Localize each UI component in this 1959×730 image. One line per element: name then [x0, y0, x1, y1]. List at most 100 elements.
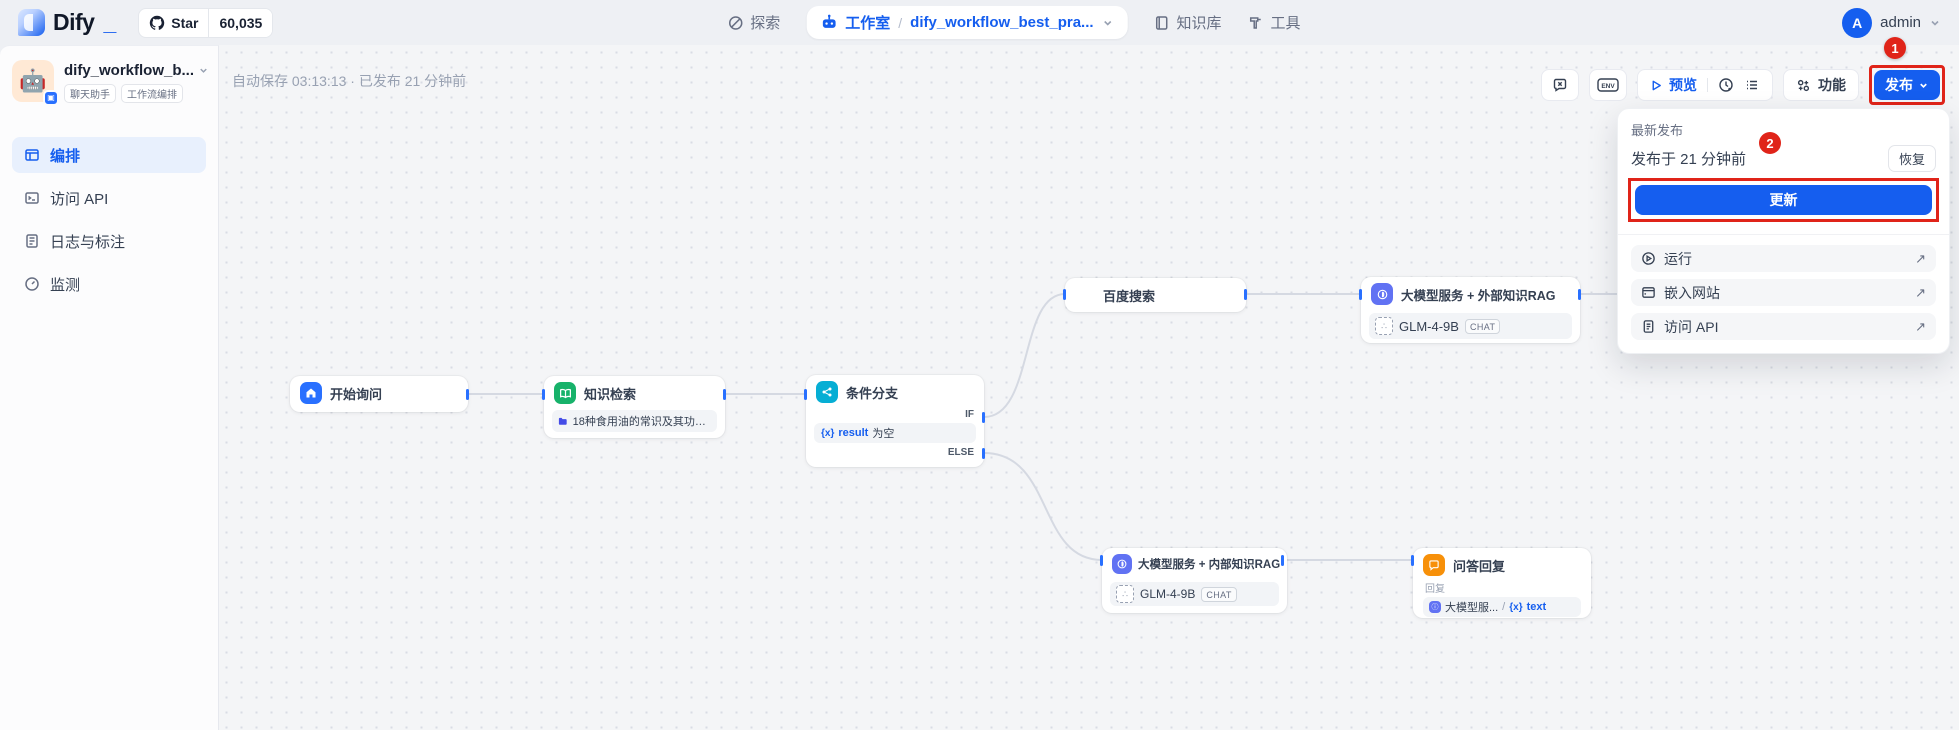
ref-separator: /: [1502, 601, 1506, 613]
node-baidu-search[interactable]: 百度搜索: [1065, 278, 1246, 312]
orchestrate-icon: [25, 149, 39, 161]
published-time: 发布于 21 分钟前: [1631, 151, 1747, 168]
annotation-step-2: 2: [1759, 132, 1781, 154]
model-selector[interactable]: ∴ GLM-4-9B CHAT: [1369, 313, 1572, 339]
app-avatar[interactable]: 🤖 ▣: [12, 60, 59, 106]
github-star-label: Star: [171, 14, 199, 31]
llm-icon: [1112, 554, 1132, 574]
logo-underscore: _: [103, 9, 117, 35]
port-else[interactable]: [982, 448, 985, 459]
answer-bubble-icon: [1423, 554, 1445, 576]
answer-variable-ref[interactable]: ⓘ 大模型服... / {x} text: [1423, 597, 1581, 617]
external-link-icon: ↗: [1915, 250, 1926, 266]
features-label: 功能: [1818, 77, 1846, 93]
node-llm-external-rag[interactable]: 大模型服务 + 外部知识RAG ∴ GLM-4-9B CHAT: [1361, 277, 1580, 343]
menu-item-run[interactable]: 运行 ↗: [1631, 245, 1936, 272]
port[interactable]: [804, 389, 807, 400]
port[interactable]: [1063, 289, 1066, 300]
edge-else-llmint: [983, 452, 1103, 561]
node-ifelse[interactable]: 条件分支 IF {x} result 为空 ELSE: [806, 375, 984, 467]
nav-knowledge-label: 知识库: [1176, 15, 1222, 32]
variable-icon: {x}: [821, 427, 835, 439]
workflow-canvas[interactable]: 自动保存 03:13:13 · 已发布 21 分钟前: [219, 45, 1959, 730]
port[interactable]: [542, 389, 545, 400]
menu-item-label: 运行: [1664, 250, 1692, 267]
app-title-text: dify_workflow_b...: [64, 62, 195, 79]
node-llm-internal-rag[interactable]: 大模型服务 + 内部知识RAG ∴ GLM-4-9B CHAT: [1102, 548, 1287, 613]
node-knowledge-retrieval[interactable]: 知识检索 18种食用油的常识及其功效(1)....: [544, 376, 725, 438]
github-star-count: 60,035: [208, 8, 273, 37]
annotation-highlight-publish: 发布: [1869, 65, 1945, 105]
preview-button[interactable]: 预览: [1650, 75, 1697, 95]
publish-button[interactable]: 发布: [1874, 70, 1940, 100]
github-icon: [150, 15, 165, 30]
port-if[interactable]: [982, 412, 985, 423]
model-selector[interactable]: ∴ GLM-4-9B CHAT: [1110, 582, 1279, 606]
app-avatar-emoji: 🤖: [19, 68, 47, 93]
baidu-icon-placeholder: [1075, 285, 1095, 305]
node-answer[interactable]: 问答回复 回复 ⓘ 大模型服... / {x} text: [1413, 548, 1591, 618]
restore-button[interactable]: 恢复: [1887, 145, 1936, 172]
annotation-step-1: 1: [1884, 37, 1906, 59]
port[interactable]: [1359, 289, 1362, 300]
ifelse-branch-icon: [816, 381, 838, 403]
breadcrumb-app-name[interactable]: dify_workflow_best_pra...: [910, 14, 1094, 31]
port[interactable]: [1578, 289, 1581, 300]
dify-logo[interactable]: Dify_: [18, 9, 116, 36]
play-circle-icon: [1642, 252, 1655, 265]
app-title[interactable]: dify_workflow_b...: [64, 62, 209, 79]
sidebar-item-api[interactable]: 访问 API: [12, 180, 206, 216]
port[interactable]: [1244, 289, 1247, 300]
nav-tools-label: 工具: [1270, 15, 1301, 32]
nav-studio-label[interactable]: 工作室: [845, 15, 891, 32]
api-terminal-icon: [25, 192, 39, 204]
sidebar-item-monitoring[interactable]: 监测: [12, 266, 206, 302]
port[interactable]: [723, 389, 726, 400]
nav-tools[interactable]: 工具: [1248, 12, 1301, 33]
file-doc-icon: [1643, 320, 1654, 333]
knowledge-doc-name: 18种食用油的常识及其功效(1)....: [572, 416, 711, 428]
sidebar-item-label: 日志与标注: [50, 233, 126, 251]
condition-variable: result: [838, 427, 869, 439]
edge-if-baidu: [983, 293, 1066, 418]
mini-llm-icon: ⓘ: [1429, 601, 1441, 613]
checklist-icon[interactable]: [1744, 77, 1760, 93]
knowledge-doc-ref[interactable]: 18种食用油的常识及其功效(1)....: [552, 410, 717, 432]
port[interactable]: [1281, 555, 1284, 566]
node-start[interactable]: 开始询问: [290, 376, 468, 412]
features-button[interactable]: 功能: [1783, 69, 1859, 101]
update-button[interactable]: 更新: [1635, 185, 1932, 215]
panel-divider: [1618, 234, 1949, 235]
port[interactable]: [1100, 555, 1103, 566]
annotation-toggle-button[interactable]: [1541, 69, 1579, 101]
nav-explore[interactable]: 探索: [727, 12, 780, 33]
start-home-icon: [300, 382, 322, 404]
publish-dropdown-panel: 2 最新发布 发布于 21 分钟前 恢复 更新 运行 ↗ 嵌入网站 ↗: [1617, 108, 1950, 354]
model-mode-badge: CHAT: [1464, 318, 1501, 334]
explore-icon: [728, 15, 742, 30]
sidebar-item-label: 编排: [50, 147, 81, 165]
publish-chevron-down-icon: [1920, 83, 1927, 88]
ref-node-name: 大模型服...: [1445, 602, 1499, 614]
port[interactable]: [1411, 555, 1414, 566]
reply-label: 回复: [1425, 584, 1445, 595]
sidebar-item-logs[interactable]: 日志与标注: [12, 223, 206, 259]
menu-item-access-api[interactable]: 访问 API ↗: [1631, 313, 1936, 340]
browser-icon: [1642, 287, 1655, 298]
app-chevron-down-icon[interactable]: [198, 65, 209, 76]
account-menu[interactable]: A admin: [1842, 7, 1941, 38]
github-star-widget[interactable]: Star 60,035: [138, 7, 274, 38]
workflow-type-badge-icon: ▣: [43, 90, 59, 106]
avatar[interactable]: A: [1842, 7, 1873, 38]
nav-studio-breadcrumb[interactable]: 工作室 / dify_workflow_best_pra...: [806, 6, 1128, 39]
run-history-icon[interactable]: [1718, 77, 1734, 93]
menu-item-embed-site[interactable]: 嵌入网站 ↗: [1631, 279, 1936, 306]
env-variables-button[interactable]: ENV: [1589, 69, 1627, 101]
port[interactable]: [466, 389, 469, 400]
nav-knowledge[interactable]: 知识库: [1154, 12, 1222, 33]
menu-item-label: 嵌入网站: [1664, 284, 1720, 301]
chevron-down-icon[interactable]: [1102, 17, 1114, 29]
account-chevron-down-icon[interactable]: [1929, 17, 1941, 29]
condition-row[interactable]: {x} result 为空: [814, 423, 976, 443]
sidebar-item-orchestrate[interactable]: 编排: [12, 137, 206, 173]
